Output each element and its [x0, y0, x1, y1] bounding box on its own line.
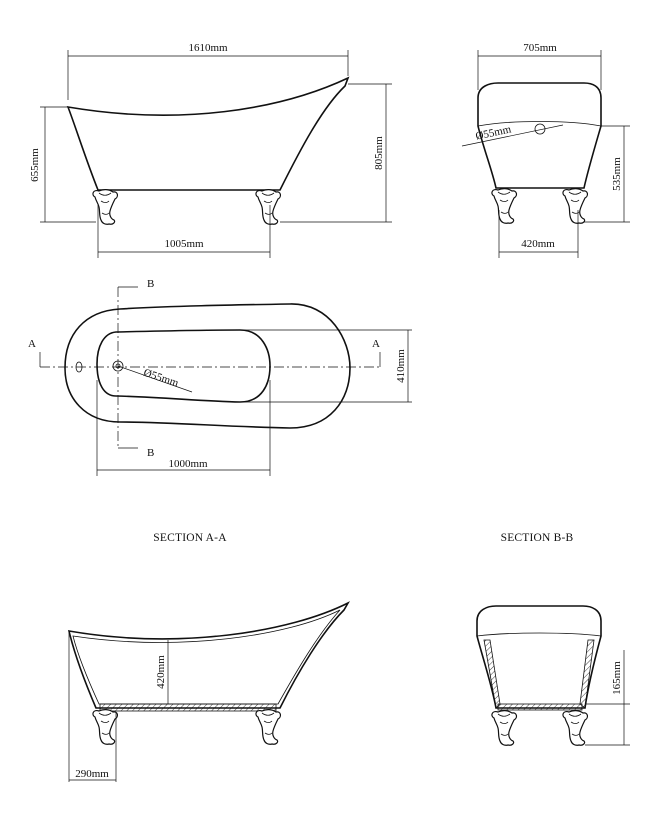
side-view-front-foot [92, 189, 119, 225]
dim-end-feet-spacing: 420mm [521, 238, 555, 250]
plan-view-outer-rim [64, 303, 351, 429]
plan-view: A A B B Ø55mm 410mm 1000mm [28, 278, 412, 476]
section-a-title: SECTION A-A [153, 532, 227, 544]
dim-plan-inner-width: 410mm [395, 349, 407, 383]
section-a-view: 420mm 290mm [67, 601, 351, 782]
dim-side-length: 1610mm [188, 42, 228, 54]
dim-section-b-height: 165mm [611, 661, 623, 695]
dim-section-a-offset: 290mm [75, 768, 109, 780]
section-a-tub-outline [67, 601, 351, 709]
section-a-front-foot [92, 709, 119, 745]
section-a-rear-foot [255, 709, 282, 745]
section-b-left-foot [491, 710, 518, 746]
dim-end-height: 535mm [611, 157, 623, 191]
side-view-tub-outline [66, 76, 350, 191]
section-marker-b-top: B [147, 278, 154, 290]
dim-end-width: 705mm [523, 42, 557, 54]
dim-section-a-depth: 420mm [155, 655, 167, 689]
section-marker-a-right: A [372, 338, 380, 350]
end-view-left-foot [491, 188, 518, 224]
side-view: 1610mm 655mm 805mm 1005mm [29, 42, 392, 258]
section-marker-a-left: A [28, 338, 36, 350]
dim-plan-inner-length: 1000mm [168, 458, 208, 470]
side-view-rear-foot [255, 189, 282, 225]
section-marker-b-bottom: B [147, 447, 154, 459]
end-view: Ø55mm 705mm 535mm 420mm [461, 42, 630, 258]
end-view-right-foot [562, 188, 589, 224]
dim-side-feet-spacing: 1005mm [164, 238, 204, 250]
dim-side-left-height: 655mm [29, 148, 41, 182]
section-b-view: 165mm [476, 605, 630, 746]
section-b-title: SECTION B-B [501, 532, 574, 544]
section-a-base-hatch [99, 703, 277, 712]
section-b-right-foot [562, 710, 589, 746]
dim-side-right-height: 805mm [373, 136, 385, 170]
dim-plan-waste-diameter: Ø55mm [142, 367, 180, 390]
